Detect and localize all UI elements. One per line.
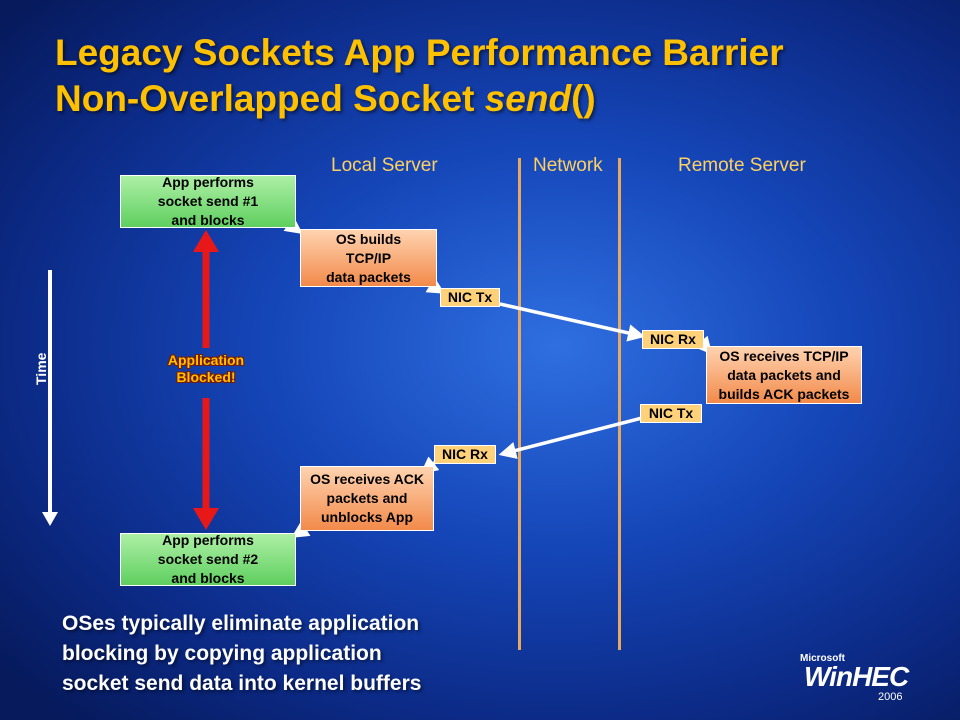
title-prefix: Non-Overlapped Socket bbox=[55, 78, 485, 119]
remote-nic-tx: NIC Tx bbox=[640, 404, 702, 423]
winhec-logo: Microsoft WinHEC 2006 bbox=[800, 653, 909, 703]
blocked-arrow-down-head bbox=[193, 508, 219, 530]
network-right-divider bbox=[618, 158, 621, 650]
slide-title-line-2: Non-Overlapped Socket send() bbox=[55, 80, 596, 117]
time-axis-label: Time bbox=[33, 352, 49, 385]
arrow-remote-nic-tx-to-local-nic-rx bbox=[498, 416, 643, 459]
column-header-local-server: Local Server bbox=[331, 155, 438, 176]
network-left-divider bbox=[518, 158, 521, 650]
column-header-network: Network bbox=[533, 155, 603, 176]
slide-title-line-1: Legacy Sockets App Performance Barrier bbox=[55, 32, 784, 73]
title-suffix: () bbox=[571, 78, 596, 119]
remote-nic-rx: NIC Rx bbox=[642, 330, 704, 349]
title-italic-send: send bbox=[484, 78, 572, 119]
footer-note: OSes typically eliminate application blo… bbox=[62, 612, 422, 695]
local-nic-rx: NIC Rx bbox=[434, 445, 496, 464]
local-nic-tx: NIC Tx bbox=[440, 288, 500, 307]
blocked-arrow-up-head bbox=[193, 230, 219, 252]
time-arrowhead bbox=[42, 512, 58, 526]
arrow-nic-tx-to-remote-nic-rx bbox=[499, 302, 646, 342]
column-header-remote-server: Remote Server bbox=[678, 155, 806, 176]
